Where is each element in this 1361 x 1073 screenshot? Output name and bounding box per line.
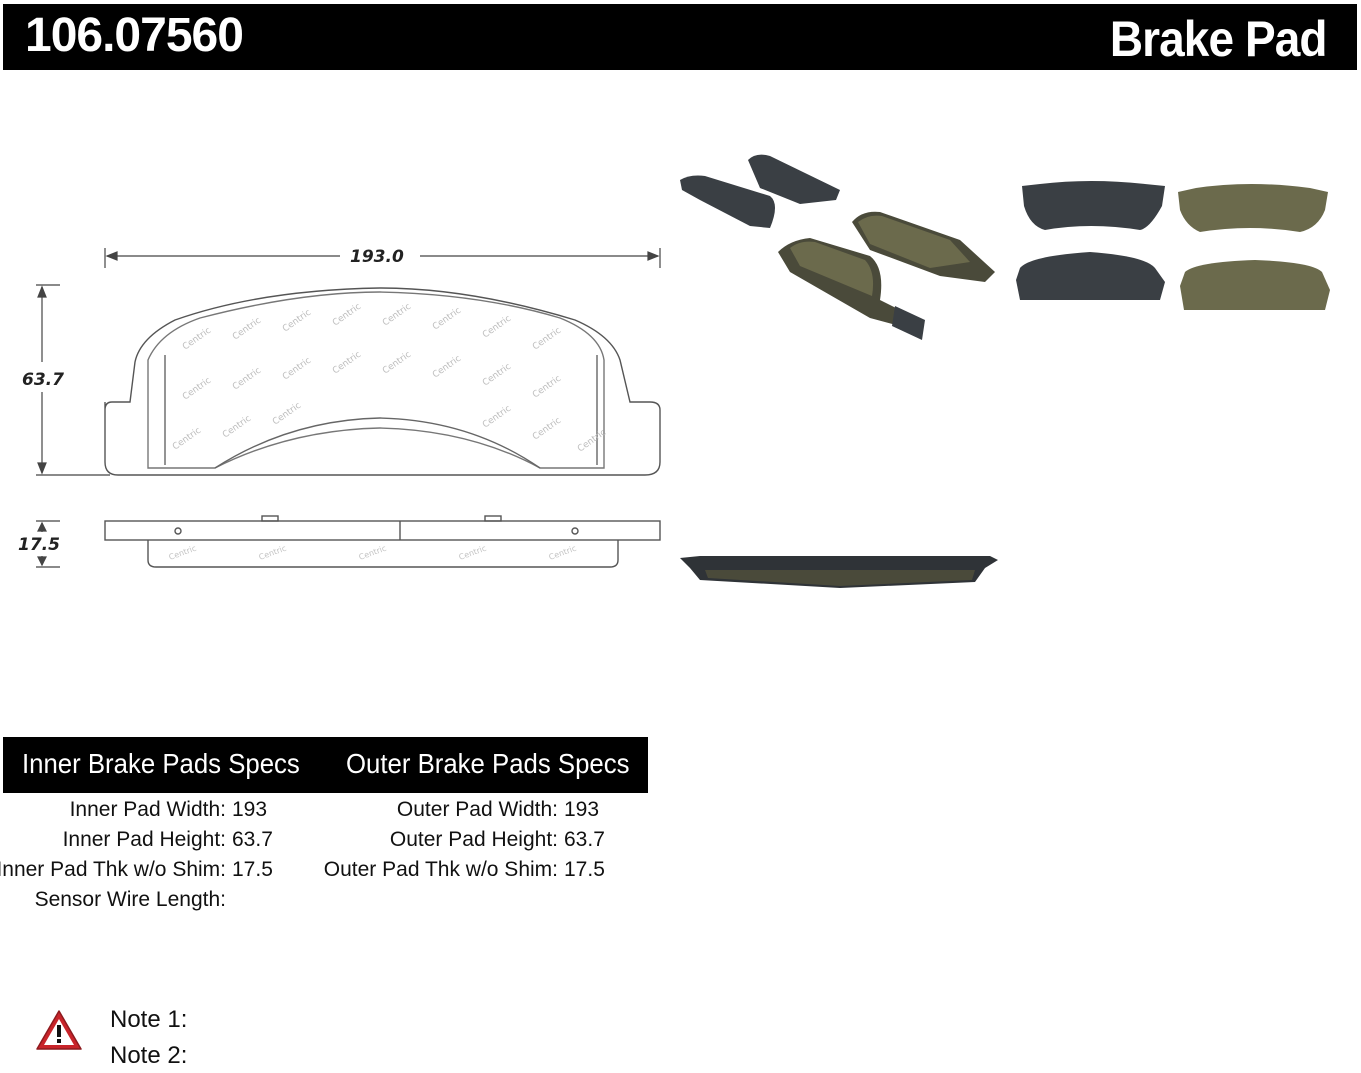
width-dim-label: 193.0 [350, 247, 404, 267]
svg-text:Centric: Centric [481, 404, 513, 431]
svg-text:Centric: Centric [231, 316, 263, 343]
pads-photo-flat [1016, 181, 1330, 310]
pad-photo-side [680, 556, 998, 588]
svg-text:Centric: Centric [258, 544, 288, 562]
note-2: Note 2: [110, 1042, 188, 1069]
outer-height-label: Outer Pad Height: [389, 828, 558, 851]
warning-icon [36, 1010, 82, 1050]
sensor-wire-label: Sensor Wire Length: [34, 888, 226, 911]
technical-drawing: 193.0 63.7 Centric Centric Centric Centr… [18, 154, 1330, 588]
svg-text:Centric: Centric [331, 302, 363, 329]
svg-text:Centric: Centric [271, 401, 303, 428]
thickness-dim-label: 17.5 [18, 535, 60, 555]
svg-text:Centric: Centric [171, 426, 203, 453]
svg-text:Centric: Centric [548, 544, 578, 562]
pad-outline-side [104, 515, 661, 568]
height-dimension [36, 284, 110, 476]
svg-text:Centric: Centric [531, 326, 563, 353]
height-dim-label: 63.7 [22, 370, 64, 390]
svg-text:Centric: Centric [281, 308, 313, 335]
friction-watermark: Centric Centric Centric Centric Centric … [171, 302, 608, 455]
svg-text:Centric: Centric [181, 326, 213, 353]
svg-text:Centric: Centric [531, 416, 563, 443]
header-bar: 106.07560 Brake Pad [3, 4, 1357, 70]
svg-text:Centric: Centric [531, 374, 563, 401]
thickness-dimension [36, 520, 60, 568]
inner-specs-heading: Inner Brake Pads Specs [22, 748, 300, 779]
outer-width-value: 193 [564, 798, 600, 821]
svg-text:Centric: Centric [181, 376, 213, 403]
pads-photo-angled [680, 154, 995, 340]
svg-text:Centric: Centric [331, 350, 363, 377]
svg-text:Centric: Centric [481, 314, 513, 341]
pad-outline-front [104, 287, 661, 476]
svg-text:Centric: Centric [458, 544, 488, 562]
outer-thk-value: 17.5 [564, 858, 605, 881]
product-title: Brake Pad [1110, 11, 1328, 67]
svg-text:Centric: Centric [231, 366, 263, 393]
svg-text:Centric: Centric [221, 414, 253, 441]
svg-text:Centric: Centric [168, 544, 198, 562]
svg-text:Centric: Centric [431, 354, 463, 381]
svg-text:Centric: Centric [281, 356, 313, 383]
svg-text:Centric: Centric [381, 302, 413, 329]
inner-thk-value: 17.5 [232, 858, 273, 881]
inner-height-label: Inner Pad Height: [62, 828, 226, 851]
side-watermark: Centric Centric Centric Centric Centric [168, 544, 578, 562]
outer-height-value: 63.7 [564, 828, 605, 851]
svg-text:Centric: Centric [358, 544, 388, 562]
inner-height-value: 63.7 [232, 828, 273, 851]
specs-header: Inner Brake Pads Specs Outer Brake Pads … [3, 737, 648, 793]
svg-text:Centric: Centric [481, 362, 513, 389]
width-dimension [104, 248, 661, 268]
outer-thk-label: Outer Pad Thk w/o Shim: [323, 858, 558, 881]
svg-text:Centric: Centric [431, 306, 463, 333]
part-number: 106.07560 [25, 9, 244, 62]
inner-width-value: 193 [232, 798, 268, 821]
inner-width-label: Inner Pad Width: [69, 798, 226, 821]
outer-width-label: Outer Pad Width: [396, 798, 558, 821]
inner-thk-label: Inner Pad Thk w/o Shim: [0, 858, 226, 881]
note-1: Note 1: [110, 1006, 188, 1033]
outer-specs-heading: Outer Brake Pads Specs [346, 748, 630, 779]
svg-text:Centric: Centric [381, 350, 413, 377]
